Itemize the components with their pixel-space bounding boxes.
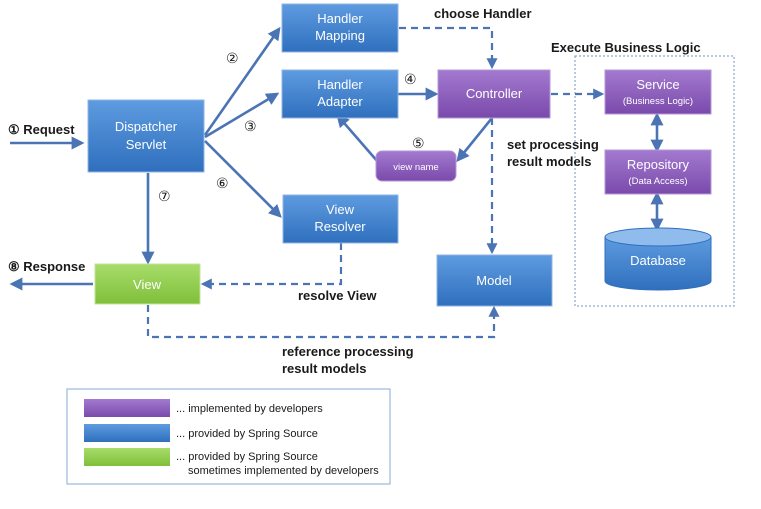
step-3-label: ③ (244, 119, 257, 135)
dispatcher-label-2: Servlet (126, 137, 167, 152)
model-box: Model (436, 254, 553, 307)
database-label: Database (630, 253, 686, 268)
resolve-view-annotation: resolve View (298, 288, 377, 303)
step-5-label: ⑤ (412, 136, 425, 152)
step-7-label: ⑦ (158, 189, 171, 205)
handler-adapter-label-2: Adapter (317, 94, 363, 109)
reference-processing-annotation-2: result models (282, 361, 367, 376)
reference-model-arrow (146, 305, 500, 339)
view-resolver-label-2: Resolver (314, 219, 366, 234)
legend-swatch-spring (84, 424, 170, 442)
repository-box: Repository (Data Access) (604, 149, 712, 195)
handler-mapping-label-2: Mapping (315, 28, 365, 43)
view-name-box: view name (375, 150, 457, 182)
set-processing-annotation-1: set processing (507, 137, 599, 152)
step-6-label: ⑥ (216, 176, 229, 192)
choose-handler-arrow (399, 26, 498, 70)
legend-developer-text: ... implemented by developers (176, 403, 323, 415)
to-view-resolver-arrow (204, 140, 282, 218)
view-name-to-adapter-arrow (336, 114, 379, 163)
view-box: View (94, 263, 201, 305)
legend-mixed-text-2: sometimes implemented by developers (188, 465, 379, 477)
legend-mixed-text-1: ... provided by Spring Source (176, 451, 318, 463)
step-2-label: ② (226, 51, 239, 67)
legend-spring-text: ... provided by Spring Source (176, 428, 318, 440)
handler-adapter-box: Handler Adapter (281, 69, 399, 119)
to-view-name-arrow (456, 117, 494, 163)
resolve-view-arrow (200, 243, 343, 290)
execute-business-logic-annotation: Execute Business Logic (551, 40, 701, 55)
database-cylinder: Database (604, 227, 712, 291)
handler-mapping-box: Handler Mapping (281, 3, 399, 53)
to-handler-adapter-arrow (204, 92, 280, 139)
legend: ... implemented by developers ... provid… (66, 388, 391, 485)
legend-swatch-mixed (84, 448, 170, 466)
response-annotation: ⑧ Response (8, 259, 85, 274)
legend-swatch-developer (84, 399, 170, 417)
choose-handler-annotation: choose Handler (434, 6, 532, 21)
repository-sub-label: (Data Access) (628, 176, 687, 187)
step-4-label: ④ (404, 72, 417, 88)
dispatcher-servlet-box: Dispatcher Servlet (87, 99, 205, 173)
business-logic-region (574, 55, 735, 307)
request-annotation: ① Request (8, 122, 75, 137)
service-box: Service (Business Logic) (604, 69, 712, 115)
reference-processing-annotation-1: reference processing (282, 344, 414, 359)
view-resolver-label-1: View (326, 202, 355, 217)
service-label: Service (636, 77, 679, 92)
view-resolver-box: View Resolver (282, 194, 399, 244)
controller-box: Controller (437, 69, 551, 119)
controller-label: Controller (466, 86, 523, 101)
view-name-label: view name (393, 162, 438, 173)
repository-label: Repository (627, 157, 690, 172)
dispatcher-label-1: Dispatcher (115, 119, 178, 134)
set-processing-annotation-2: result models (507, 154, 592, 169)
service-sub-label: (Business Logic) (623, 96, 693, 107)
handler-adapter-label-1: Handler (317, 77, 363, 92)
model-label: Model (476, 273, 512, 288)
to-handler-mapping-arrow (203, 26, 281, 136)
view-label: View (133, 277, 162, 292)
handler-mapping-label-1: Handler (317, 11, 363, 26)
